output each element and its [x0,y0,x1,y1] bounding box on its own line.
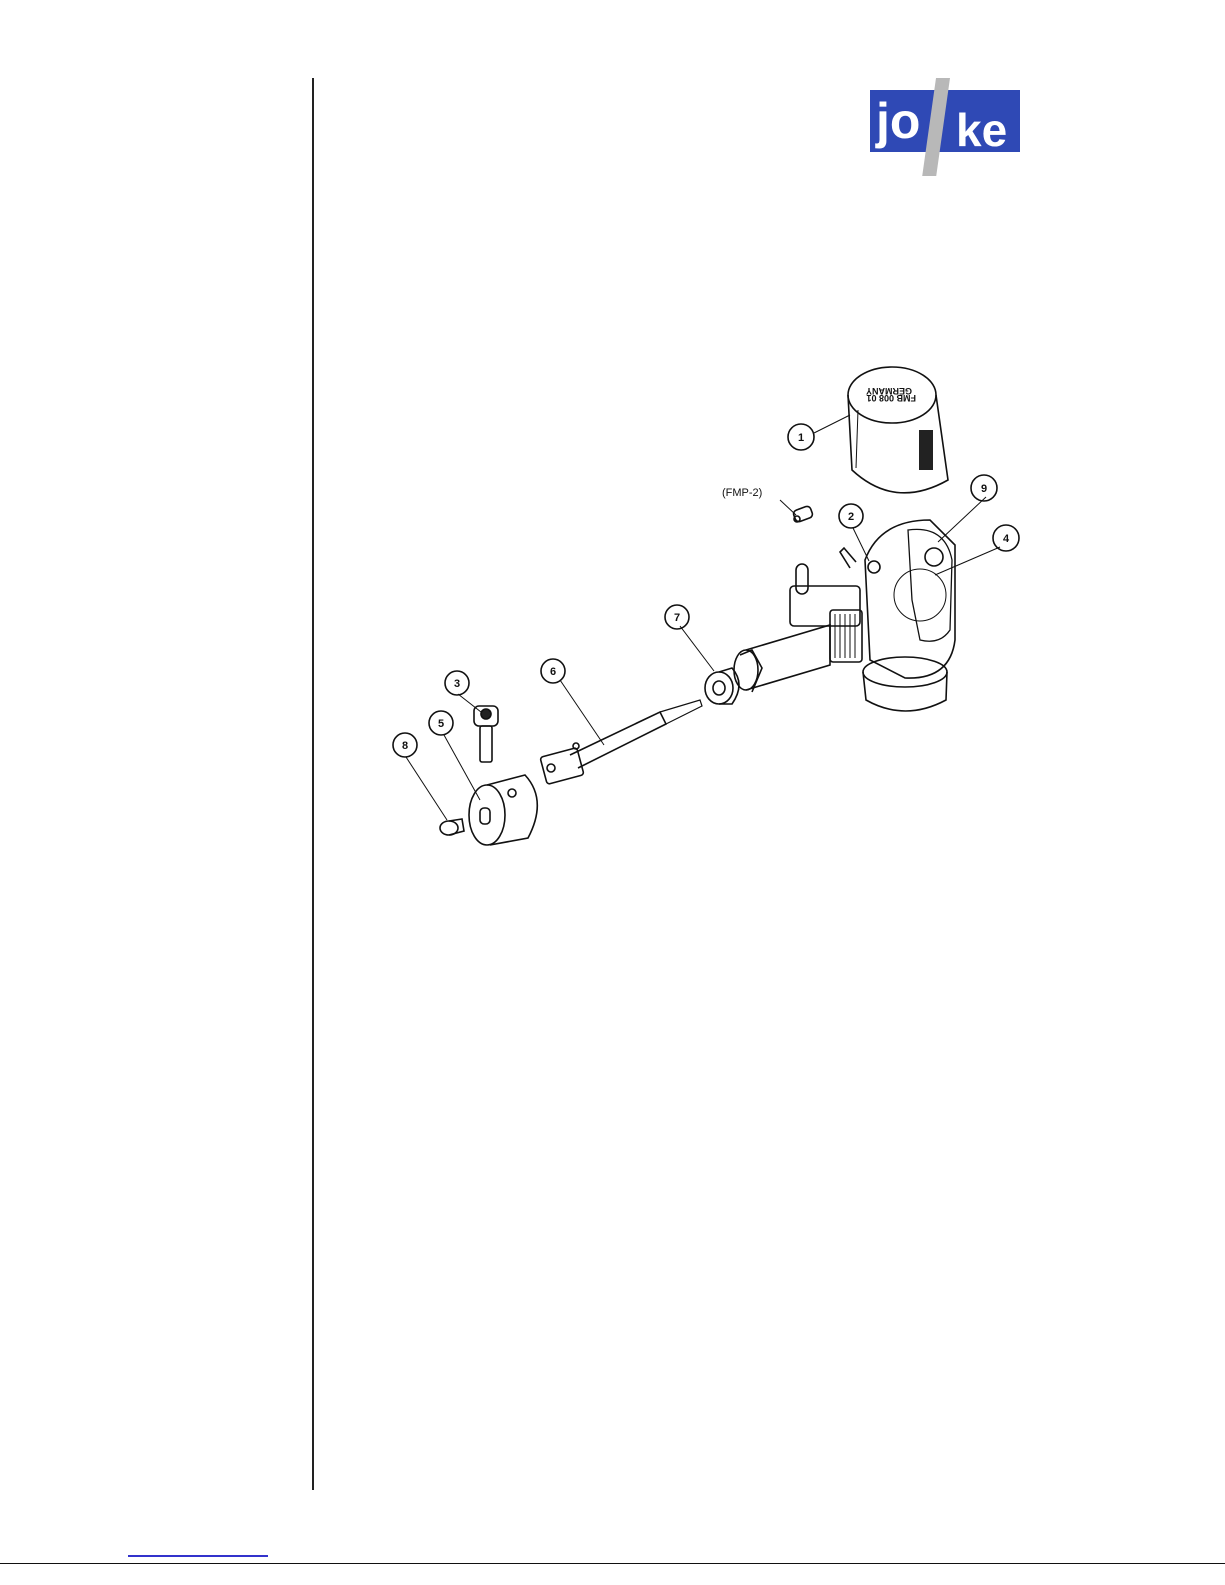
callout-2: 2 [839,504,863,528]
footer-link-underline[interactable] [128,1555,268,1557]
margin-rule [312,78,314,1490]
callout-label-7: 7 [674,612,680,624]
fmp-2-pin [780,500,814,523]
callout-label-1: 1 [798,432,804,444]
callout-5: 5 [429,711,453,735]
callout-label-5: 5 [438,718,444,730]
callout-6: 6 [541,659,565,683]
tool-body [790,520,955,711]
callout-label-8: 8 [402,740,408,752]
footer-rule [0,1563,1225,1564]
callout-4: 4 [993,525,1019,551]
callout-3: 3 [445,671,469,695]
callout-7: 7 [665,605,689,629]
callout-label-9: 9 [981,483,987,495]
callout-1: 1 [788,424,814,450]
callout-label-2: 2 [848,511,854,523]
logo-text-left: jo [875,93,920,149]
callout-9: 9 [971,475,997,501]
jorke-logo: jo ke [868,78,1023,176]
logo-text-right: ke [956,104,1007,156]
part-5-sleeve [469,775,537,845]
spindle-sleeve [734,625,830,692]
part-3-bolt [474,706,498,762]
part-6-shaft [540,700,702,784]
callout-8: 8 [393,733,417,757]
callout-label-4: 4 [1003,533,1010,545]
part-8-screw [440,819,464,835]
part-1-cap: FMB 008 01 GERMANY [848,367,948,493]
callout-label-6: 6 [550,666,556,678]
exploded-assembly-drawing: FMB 008 01 GERMANY [380,355,1040,855]
fmp-2-label: (FMP-2) [722,487,762,499]
cap-marking-2: GERMANY [866,386,912,396]
leader-lines [406,415,1000,820]
callout-label-3: 3 [454,678,460,690]
